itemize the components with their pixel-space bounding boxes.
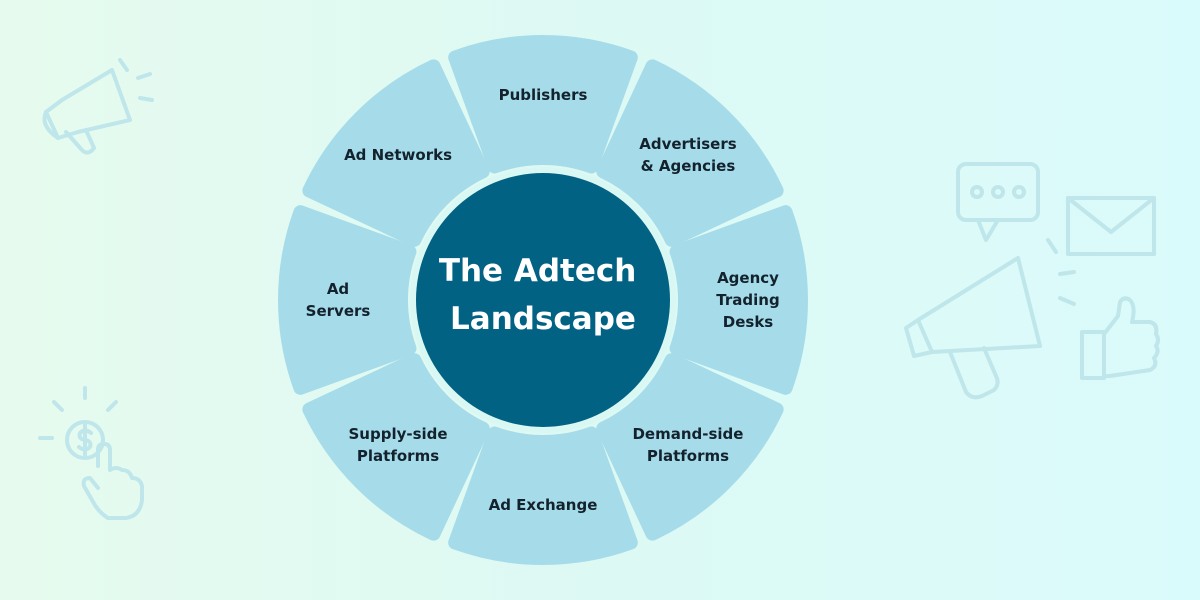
center-title-line-1: The Adtech [439,253,637,289]
dollar-click-icon [38,386,144,520]
segment-agency-trading-desks [669,205,808,395]
segment-label-line: Supply-side [348,425,447,443]
center-title: The Adtech Landscape [439,253,647,337]
segment-label-line: Advertisers [639,135,737,153]
segment-ad-networks [302,59,490,247]
segment-label-line: Ad Networks [344,146,452,164]
envelope-icon [1066,196,1156,256]
segment-label-line: Demand-side [632,425,743,443]
segment-label-line: Platforms [647,447,729,465]
segment-ad-exchange [448,426,638,565]
segment-label-line: Ad [327,280,349,298]
segment-supply-side-platforms [302,353,490,541]
chat-bubble-icon [956,162,1040,242]
segment-label-advertisers-agencies: Advertisers & Agencies [639,135,737,175]
center-disc [416,173,670,427]
segment-label-line: Servers [306,302,371,320]
thumbs-up-icon [1080,296,1160,380]
segment-label-line: Agency [717,269,779,287]
segment-ad-servers [278,205,417,395]
segment-label-line: Publishers [499,86,588,104]
center-title-line-2: Landscape [450,301,636,337]
segment-advertisers-agencies [596,59,784,247]
segment-label-line: Platforms [357,447,439,465]
segment-publishers [448,35,638,174]
segment-label-line: Desks [723,313,774,331]
wheel-segments [278,35,808,565]
segment-label-ad-exchange: Ad Exchange [489,496,598,514]
segment-label-publishers: Publishers [499,86,588,104]
megaphone-large-icon [904,238,1076,400]
segment-label-ad-networks: Ad Networks [344,146,452,164]
megaphone-icon [42,58,154,155]
segment-demand-side-platforms [596,353,784,541]
segment-label-line: Ad Exchange [489,496,598,514]
segment-label-line: & Agencies [641,157,736,175]
segment-label-line: Trading [716,291,779,309]
